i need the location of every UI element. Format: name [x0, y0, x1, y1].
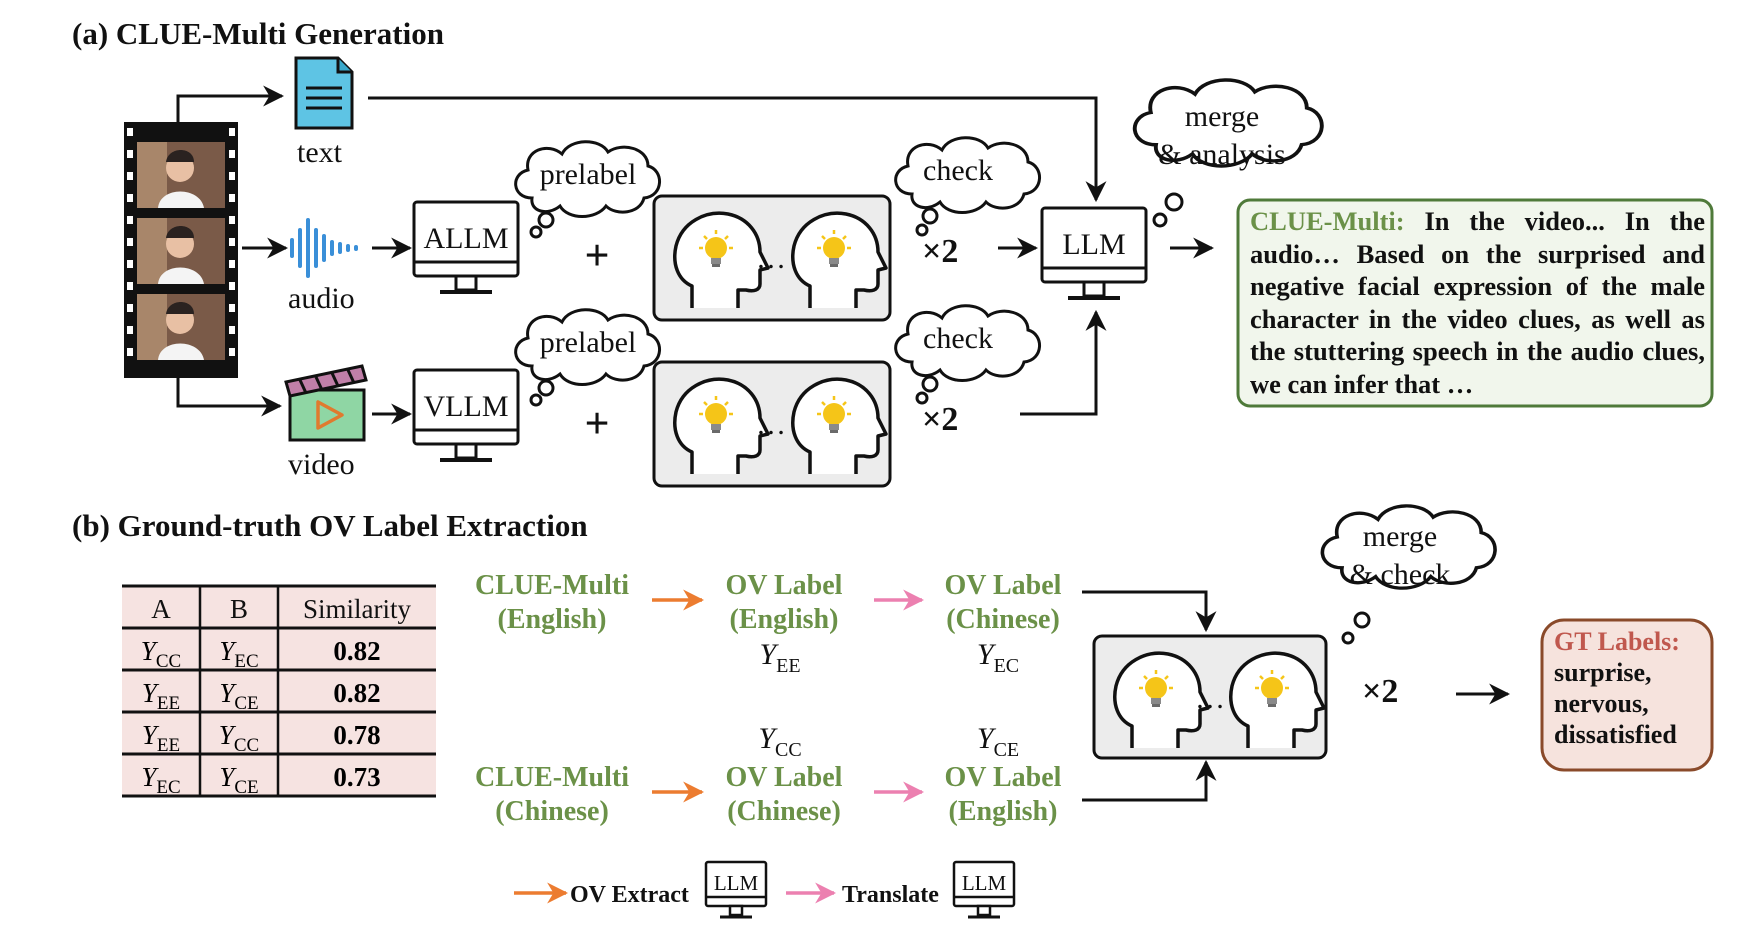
modality-audio-label: audio: [288, 282, 355, 315]
table-cell: YEE: [142, 720, 180, 756]
times-two: ×2: [1362, 673, 1398, 710]
flow-top: CLUE-Multi (English) OV Label (English) …: [475, 570, 1062, 677]
table-header-similarity: Similarity: [303, 594, 412, 624]
clue-multi-output-box: [1236, 198, 1714, 408]
flow-bottom-dst-line1: OV Label: [945, 762, 1062, 793]
legend-translate-label: Translate: [842, 882, 939, 908]
check-cloud-bottom: check: [894, 304, 1042, 382]
allm-label: ALLM: [424, 222, 509, 255]
video-frame: [137, 142, 225, 208]
film-strip: [124, 122, 238, 378]
document-icon: [294, 56, 354, 130]
flow-bottom-mid-line1: OV Label: [726, 762, 843, 793]
expert-heads-panel-top: …: [652, 194, 892, 322]
flow-top-mid-line2: (English): [730, 604, 839, 635]
modality-video-label: video: [288, 448, 355, 481]
flow-bottom-src-line1: CLUE-Multi: [475, 762, 629, 793]
merge-text: merge: [1363, 520, 1437, 553]
expert-heads-panel-bottom: …: [652, 360, 892, 488]
check-text: & check: [1350, 558, 1451, 591]
prelabel-cloud-bottom: prelabel: [514, 308, 662, 386]
times-two: ×2: [922, 401, 958, 438]
svg-text:LLM: LLM: [962, 871, 1007, 895]
clue-multi-output-text: CLUE-Multi: In the video... In the audio…: [1250, 205, 1705, 400]
table-cell: YCE: [219, 762, 258, 798]
merge-text: merge: [1185, 100, 1259, 133]
analysis-text: & analysis: [1158, 138, 1286, 171]
times-two: ×2: [922, 233, 958, 270]
table-similarity-value: 0.82: [333, 678, 380, 708]
table-cell: YCC: [141, 636, 181, 672]
expert-heads-panel-b: …: [1092, 634, 1328, 760]
prelabel-text: prelabel: [540, 326, 637, 359]
flow-top-dst-symbol: YEC: [977, 638, 1019, 677]
clue-multi-title: CLUE-Multi:: [1250, 206, 1405, 236]
table-similarity-value: 0.82: [333, 636, 380, 666]
llm-monitor: LLM: [1040, 206, 1148, 300]
flow-bottom-mid-symbol: YCC: [758, 722, 801, 761]
flow-bottom-dst-symbol: YCE: [977, 722, 1019, 761]
gt-labels-box: [1540, 618, 1714, 772]
check-text: check: [923, 154, 993, 187]
flow-top-dst-line2: (Chinese): [946, 604, 1060, 635]
flow-top-mid-line1: OV Label: [726, 570, 843, 601]
ellipsis: …: [756, 408, 786, 441]
vllm-monitor: VLLM: [412, 368, 520, 462]
section-b-title: (b) Ground-truth OV Label Extraction: [72, 508, 588, 543]
flow-top-dst-line1: OV Label: [945, 570, 1062, 601]
video-clapper-icon: [284, 364, 368, 442]
table-cell: YEC: [141, 762, 180, 798]
ellipsis: …: [1195, 682, 1225, 715]
clue-multi-body: In the video... In the audio… Based on t…: [1250, 206, 1705, 399]
llm-label: LLM: [1062, 228, 1125, 261]
flow-bottom: CLUE-Multi (Chinese) YCC OV Label (Chine…: [475, 722, 1062, 827]
prelabel-cloud-top: prelabel: [514, 140, 662, 218]
plus-sign: +: [584, 231, 609, 280]
flow-top-src-line1: CLUE-Multi: [475, 570, 629, 601]
check-cloud-top: check: [894, 136, 1042, 214]
table-similarity-value: 0.78: [333, 720, 380, 750]
section-a-title: (a) CLUE-Multi Generation: [72, 16, 444, 51]
flow-bottom-mid-line2: (Chinese): [727, 796, 841, 827]
table-cell: YEE: [142, 678, 180, 714]
table-header-a: A: [151, 594, 171, 624]
gt-labels-text: GT Labels: surprise, nervous, dissatisfi…: [1554, 626, 1714, 750]
ellipsis: …: [756, 242, 786, 275]
gt-label: surprise,: [1554, 658, 1652, 687]
legend-llm-monitor: LLM: [704, 860, 768, 919]
table-cell: YCC: [219, 720, 259, 756]
gt-labels-title: GT Labels:: [1554, 627, 1680, 656]
allm-monitor: ALLM: [412, 200, 520, 294]
gt-label: dissatisfied: [1554, 720, 1677, 749]
table-similarity-value: 0.73: [333, 762, 380, 792]
table-cell: YCE: [219, 678, 258, 714]
svg-text:LLM: LLM: [714, 871, 759, 895]
prelabel-text: prelabel: [540, 158, 637, 191]
legend: OV Extract LLM Translate LLM: [514, 860, 1016, 919]
table-cell: YEC: [219, 636, 258, 672]
video-frame: [137, 218, 225, 284]
flow-top-mid-symbol: YEE: [759, 638, 800, 677]
flow-bottom-src-line2: (Chinese): [495, 796, 609, 827]
modality-text-label: text: [297, 136, 343, 169]
flow-bottom-dst-line2: (English): [949, 796, 1058, 827]
audio-wave-icon: [290, 218, 358, 278]
table-header-b: B: [230, 594, 248, 624]
plus-sign: +: [584, 399, 609, 448]
legend-llm-monitor: LLM: [952, 860, 1016, 919]
check-text: check: [923, 322, 993, 355]
legend-extract-label: OV Extract: [570, 882, 689, 908]
gt-label: nervous,: [1554, 689, 1649, 718]
video-frame: [137, 294, 225, 360]
flow-top-src-line2: (English): [498, 604, 607, 635]
vllm-label: VLLM: [424, 390, 509, 423]
